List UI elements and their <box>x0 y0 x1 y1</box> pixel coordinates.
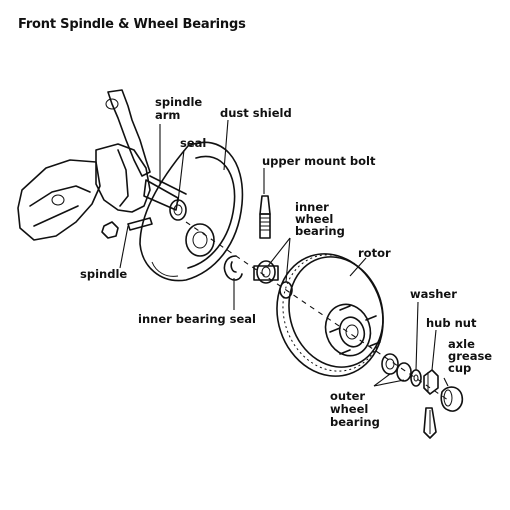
label-seal: seal <box>180 136 206 150</box>
label-washer: washer <box>410 287 457 301</box>
upper-mount-bolt-part <box>259 195 271 239</box>
label-spindle-arm-line1: spindle <box>155 95 202 109</box>
label-outer-wheel-bearing-line3: bearing <box>330 415 380 429</box>
dust-shield-part <box>139 141 244 282</box>
cotter-pin-part <box>423 407 437 439</box>
label-upper-mount-bolt: upper mount bolt <box>262 154 376 168</box>
label-spindle: spindle <box>80 267 127 281</box>
label-outer-wheel-bearing-line1: outer <box>330 389 365 403</box>
label-dust-shield: dust shield <box>220 106 292 120</box>
label-inner-wheel-bearing-line2: wheel <box>295 212 333 226</box>
label-hub-nut: hub nut <box>426 316 477 330</box>
label-inner-bearing-seal: inner bearing seal <box>138 312 256 326</box>
inner-bearing-seal-part <box>223 255 243 281</box>
label-inner-wheel-bearing-line3: bearing <box>295 224 345 238</box>
brake-rotor-part <box>276 253 384 377</box>
label-axle-grease-cup-line2: grease <box>448 349 492 363</box>
assembly-axis <box>185 221 449 401</box>
leader-lines <box>119 119 449 387</box>
label-spindle-arm-line2: arm <box>155 108 180 122</box>
axle-grease-cup-part <box>440 386 464 412</box>
label-rotor: rotor <box>358 246 391 260</box>
diagram-title: Front Spindle & Wheel Bearings <box>18 17 246 32</box>
label-inner-wheel-bearing-line1: inner <box>295 200 329 214</box>
spindle-knuckle-part <box>17 89 187 241</box>
label-outer-wheel-bearing-line2: wheel <box>330 402 368 416</box>
washer-part <box>410 369 422 387</box>
hub-nut-part <box>423 369 439 395</box>
label-axle-grease-cup-line1: axle <box>448 337 475 351</box>
label-axle-grease-cup-line3: cup <box>448 361 471 375</box>
